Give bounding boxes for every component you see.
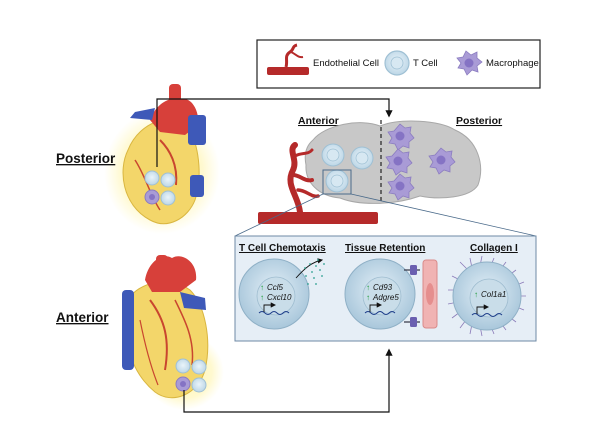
posterior-heart [104, 84, 220, 234]
endothelial-cell-icon [267, 43, 309, 75]
tissue-tcells [321, 143, 374, 193]
chemotaxis-gene-1: Ccl5 [267, 283, 284, 292]
mechanism-panel: T Cell Chemotaxis ↑ Ccl5 ↑ Cxcl10 Tissue… [234, 235, 537, 342]
chemokine-secretion-arrow [295, 258, 324, 279]
retention-gene-1: Cd93 [373, 283, 393, 292]
legend-tcell-label: T Cell [413, 58, 438, 69]
anterior-connector-arrow [183, 348, 393, 413]
posterior-side-label: Posterior [56, 151, 116, 166]
chemotaxis-gene-2: Cxcl10 [267, 293, 292, 302]
tissue-section [304, 120, 482, 204]
tissue-posterior-label: Posterior [456, 115, 502, 127]
collagen-up-arrow: ↑ [474, 290, 478, 299]
chemokine-dots [304, 259, 325, 285]
zoom-box [322, 169, 352, 195]
blood-vessel [258, 142, 378, 224]
retention-up-arrow-2: ↑ [366, 293, 370, 302]
tissue-macrophages [385, 123, 456, 201]
retention-title: Tissue Retention [345, 243, 425, 254]
tissue-anterior-label: Anterior [298, 115, 339, 127]
chemotaxis-title: T Cell Chemotaxis [239, 243, 326, 254]
adhesion-receptors [404, 265, 420, 327]
chemotaxis-cell [238, 258, 310, 330]
legend-macrophage-label: Macrophage [486, 58, 539, 69]
chemotaxis-up-arrow-1: ↑ [260, 283, 264, 292]
anterior-heart [122, 255, 224, 410]
macrophage-icon [456, 50, 483, 76]
endothelial-cell-barrier [422, 259, 438, 329]
collagen-cell [452, 261, 522, 331]
legend: Endothelial Cell T Cell Macrophage [256, 39, 541, 89]
retention-cell [344, 258, 416, 330]
posterior-connector-arrow [156, 98, 393, 167]
posterior-heart-cells [144, 170, 176, 206]
anterior-heart-cells [175, 358, 207, 393]
retention-gene-2: Adgre5 [372, 293, 399, 302]
legend-endothelial-label: Endothelial Cell [313, 58, 379, 69]
t-cell-icon [384, 50, 410, 76]
zoom-line-right [350, 193, 537, 237]
chemotaxis-up-arrow-2: ↑ [260, 293, 264, 302]
anterior-side-label: Anterior [56, 310, 109, 325]
zoom-line-left [234, 193, 324, 237]
collagen-title: Collagen I [470, 243, 518, 254]
collagen-gene-1: Col1a1 [481, 290, 506, 299]
retention-up-arrow-1: ↑ [366, 283, 370, 292]
